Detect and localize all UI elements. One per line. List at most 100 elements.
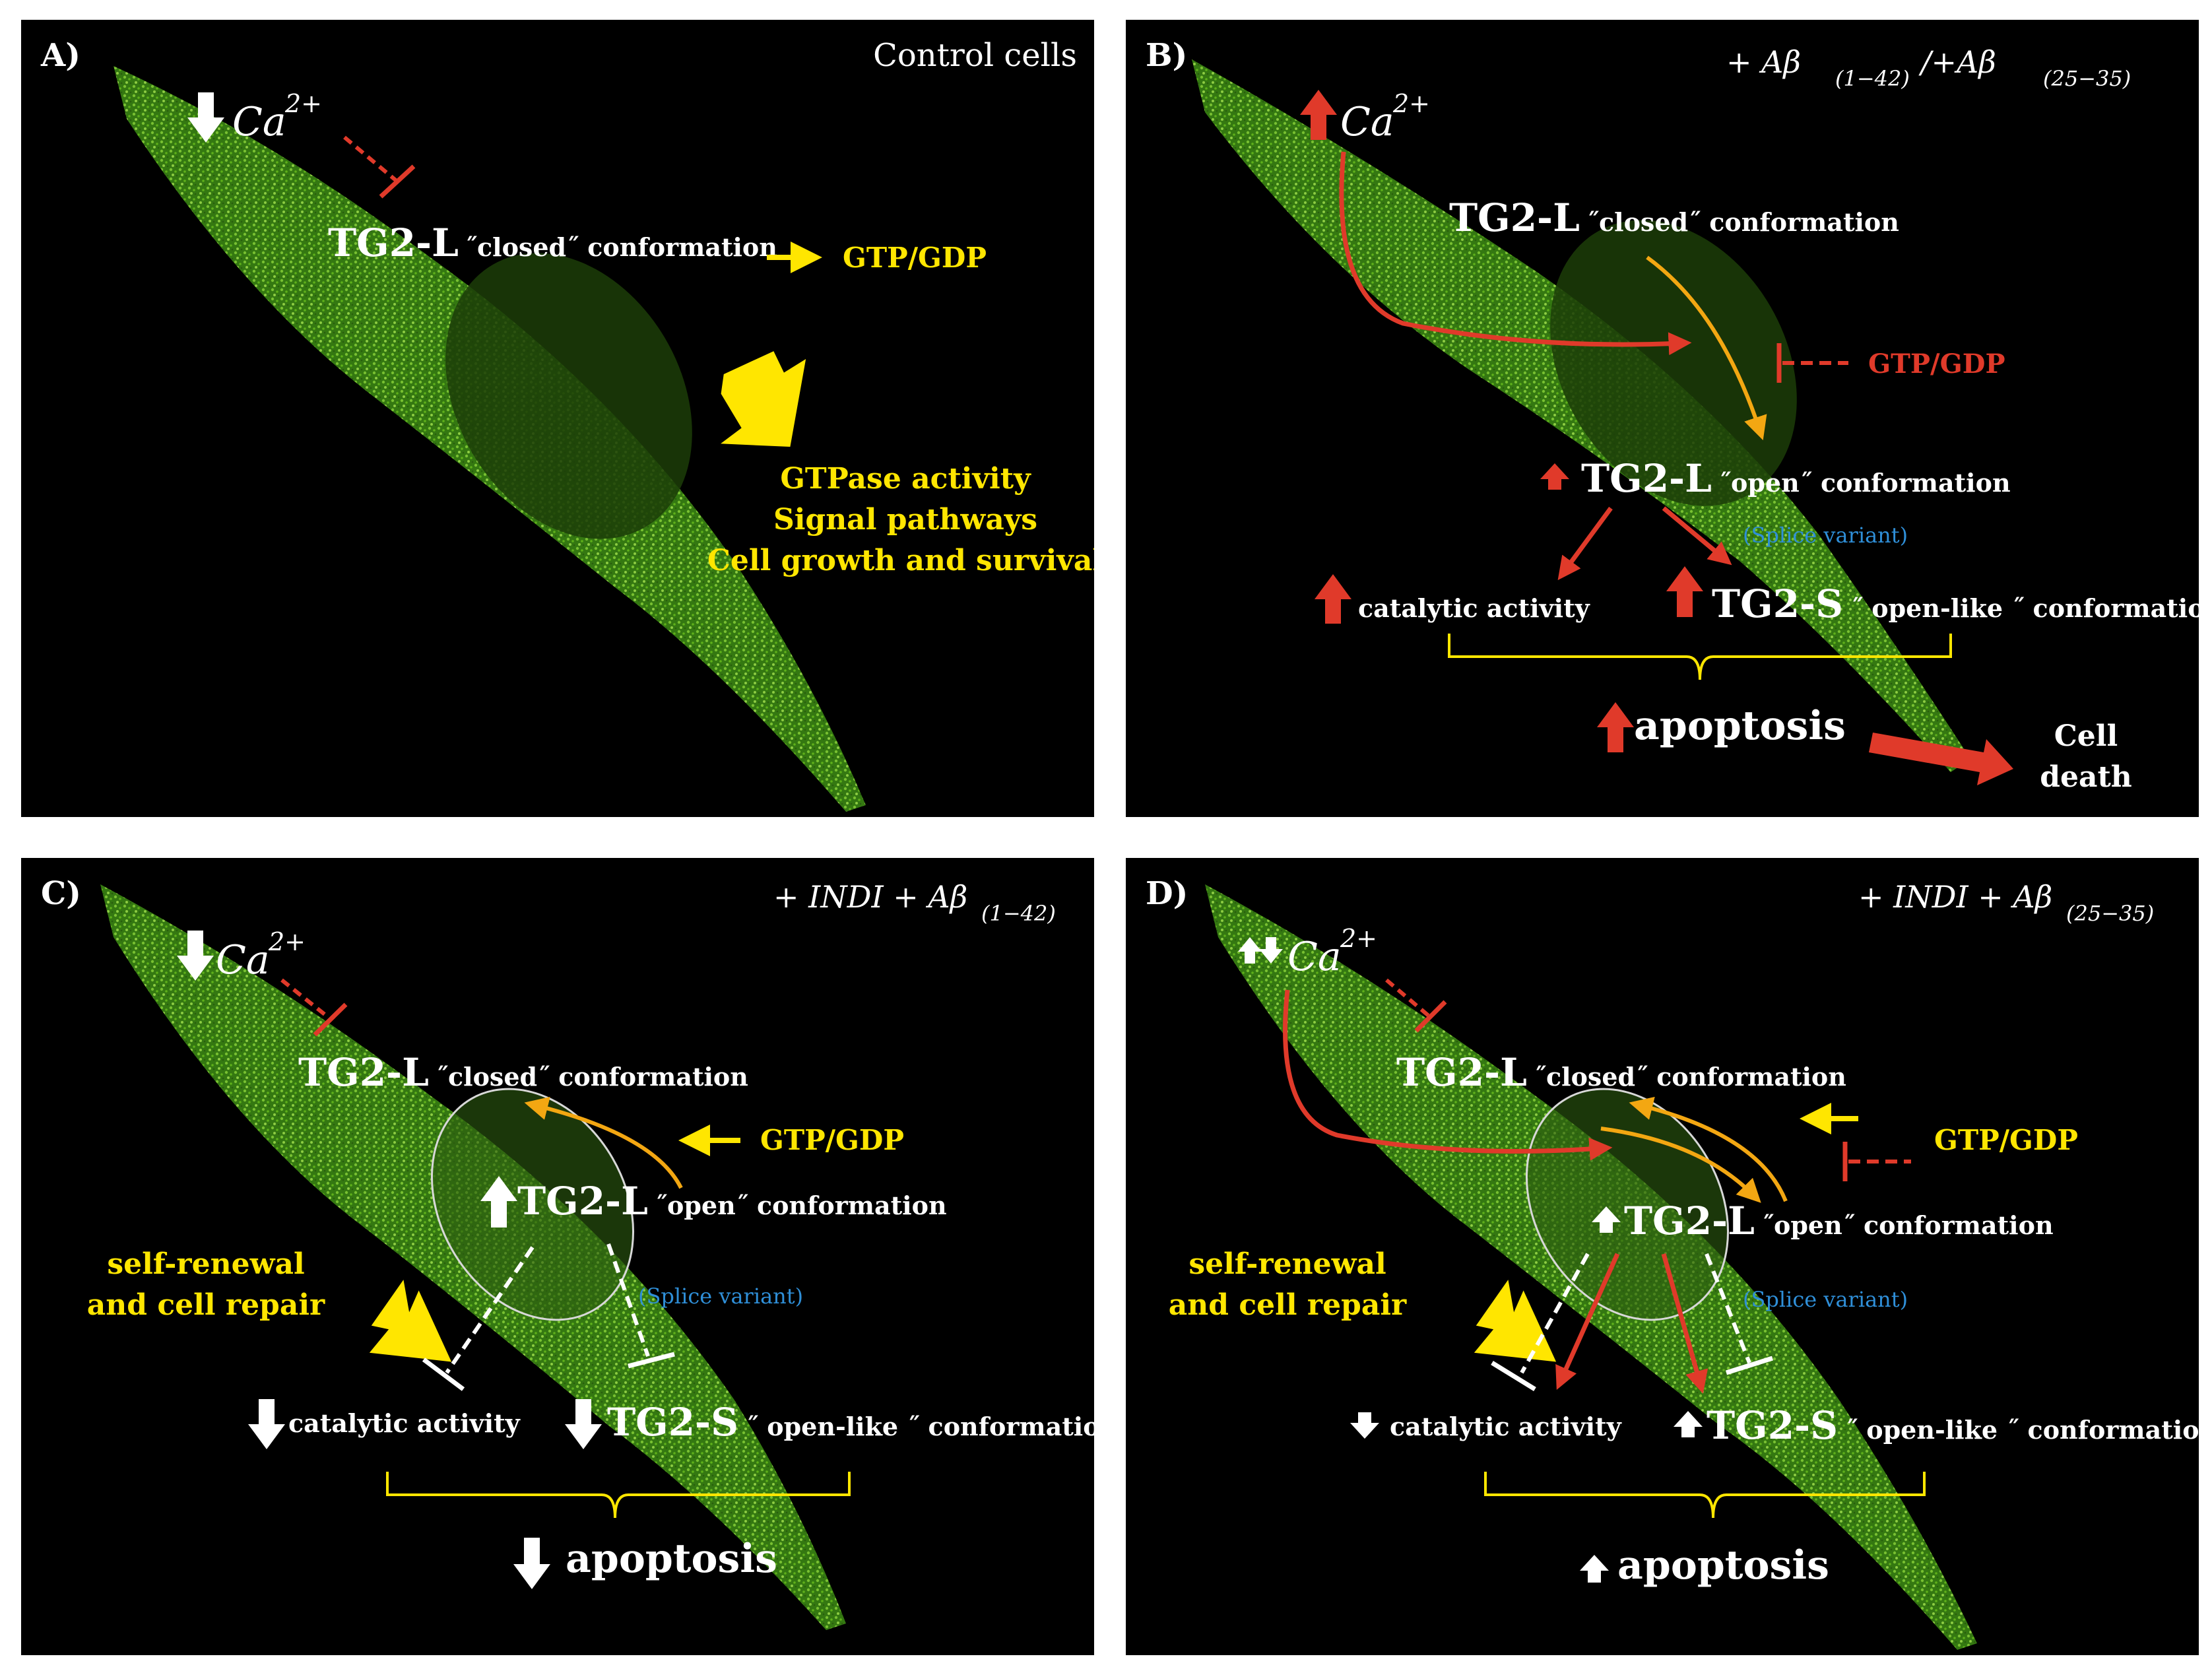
panel-letter: C) <box>41 875 81 912</box>
panel-c-indi-abeta-1-42: C) + INDI + Aβ (1−42) Ca 2+ TG2-L ˝close… <box>21 858 1094 1655</box>
apoptosis-label: apoptosis <box>1634 703 1846 749</box>
repair-line2: and cell repair <box>1169 1288 1407 1322</box>
up-arrow-red-icon <box>1300 90 1337 140</box>
down-arrow-icon <box>187 92 224 143</box>
closed-conformation-label: ˝closed˝ conformation <box>436 1062 748 1092</box>
inhibition-bar <box>422 1358 465 1391</box>
inhibition-line <box>343 135 399 183</box>
open-conformation-label: ˝open˝ conformation <box>655 1191 947 1220</box>
yellow-bracket <box>386 1472 851 1519</box>
repair-line2: and cell repair <box>87 1288 325 1322</box>
condition-sub1: (25−35) <box>2066 901 2154 926</box>
condition-part2: /+Aβ <box>1918 44 1996 80</box>
orange-curved-arrow <box>1600 1127 1761 1203</box>
ca-label: Ca <box>216 937 270 983</box>
yellow-bracket <box>1448 634 1952 680</box>
nucleus-outline <box>431 1088 634 1321</box>
panel-d-diagram: D) + INDI + Aβ (25−35) Ca 2+ TG2-L ˝clos… <box>1146 875 2199 1650</box>
red-arrow-to-catalytic <box>1557 506 1613 581</box>
up-arrow-icon <box>480 1176 517 1228</box>
panel-a-diagram: A) Control cells Ca 2+ TG2-L ˝closed˝ co… <box>40 37 1094 812</box>
inhibition-bar <box>313 1002 348 1037</box>
outcome-gtpase: GTPase activity <box>780 462 1031 496</box>
tg2l-open-label: TG2-L <box>1624 1198 1755 1243</box>
down-arrow-icon <box>248 1399 285 1449</box>
big-yellow-arrow-icon <box>1474 1280 1557 1362</box>
open-like-conformation-label: ˝ open-like ˝ conformation <box>1845 1415 2199 1445</box>
apoptosis-label: apoptosis <box>566 1536 777 1582</box>
panel-letter: D) <box>1146 875 1188 912</box>
white-dashed-inhibition <box>1705 1253 1751 1364</box>
down-arrow-small-icon <box>1259 937 1283 964</box>
catalytic-activity-label: catalytic activity <box>1390 1412 1622 1441</box>
outcome-growth: Cell growth and survival <box>707 544 1094 577</box>
inhibition-bar <box>1414 1000 1447 1033</box>
big-red-arrow-icon <box>1869 733 2013 785</box>
tg2l-open-label: TG2-L <box>1581 456 1712 501</box>
panel-b-diagram: B) + Aβ (1−42) /+Aβ (25−35) Ca 2+ TG2-L … <box>1146 37 2199 794</box>
tg2l-closed-label: TG2-L <box>298 1050 429 1095</box>
red-curved-arrow <box>1283 989 1613 1161</box>
ca-superscript: 2+ <box>284 89 322 118</box>
condition-sub2: (25−35) <box>2043 66 2131 91</box>
up-arrow-small-icon <box>1592 1206 1621 1233</box>
ca-superscript: 2+ <box>1392 89 1430 118</box>
cell-image <box>114 66 866 812</box>
condition-part1: + INDI + Aβ <box>1858 879 2052 915</box>
red-curved-arrow <box>1339 151 1692 356</box>
panel-b-abeta: B) + Aβ (1−42) /+Aβ (25−35) Ca 2+ TG2-L … <box>1126 20 2199 817</box>
condition-sub1: (1−42) <box>1835 66 1910 91</box>
ca-superscript: 2+ <box>1340 924 1377 953</box>
condition-sub1: (1−42) <box>981 901 1056 926</box>
inhibition-bar <box>379 164 416 199</box>
repair-line1: self-renewal <box>1188 1247 1386 1281</box>
outcome-signal: Signal pathways <box>773 503 1037 537</box>
ca-label: Ca <box>1287 934 1342 980</box>
condition-label: Control cells <box>873 37 1077 74</box>
splice-variant-label: (Splice variant) <box>1743 1287 1908 1312</box>
down-arrow-icon <box>565 1399 602 1449</box>
closed-conformation-label: ˝closed˝ conformation <box>1586 207 1899 237</box>
red-arrow-to-tg2s <box>1661 1253 1708 1394</box>
up-arrow-small-icon <box>1674 1411 1703 1437</box>
panel-letter: A) <box>40 37 81 74</box>
up-arrow-red-icon <box>1666 566 1703 617</box>
tg2l-closed-label: TG2-L <box>1449 195 1580 240</box>
panel-letter: B) <box>1146 37 1187 74</box>
condition-part1: + Aβ <box>1726 44 1801 80</box>
white-dashed-inhibition <box>445 1246 535 1374</box>
up-arrow-red-icon <box>1315 574 1351 624</box>
up-arrow-small-icon <box>1580 1555 1609 1583</box>
down-arrow-icon <box>177 931 214 981</box>
catalytic-activity-label: catalytic activity <box>288 1408 521 1438</box>
condition-part1: + INDI + Aβ <box>773 879 967 915</box>
panel-c-diagram: C) + INDI + Aβ (1−42) Ca 2+ TG2-L ˝close… <box>41 875 1094 1630</box>
gtp-gdp-label: GTP/GDP <box>843 242 987 274</box>
orange-curved-arrow <box>524 1096 683 1189</box>
orange-curved-arrow-back <box>1629 1096 1788 1202</box>
ca-label: Ca <box>1340 99 1394 145</box>
ca-superscript: 2+ <box>268 927 306 956</box>
splice-variant-label: (Splice variant) <box>1743 523 1908 548</box>
gtp-gdp-label: GTP/GDP <box>1934 1124 2078 1156</box>
white-dashed-inhibition <box>606 1243 650 1357</box>
panel-d-indi-abeta-25-35: D) + INDI + Aβ (25−35) Ca 2+ TG2-L ˝clos… <box>1126 858 2199 1655</box>
open-like-conformation-label: ˝ open-like ˝ conformation <box>746 1412 1094 1441</box>
inhibition-line <box>1385 978 1431 1018</box>
gtp-gdp-label: GTP/GDP <box>760 1124 904 1156</box>
white-dashed-inhibition <box>1520 1253 1590 1374</box>
tg2s-label: TG2-S <box>1707 1403 1838 1448</box>
closed-conformation-label: ˝closed˝ conformation <box>1534 1062 1846 1092</box>
apoptosis-label: apoptosis <box>1617 1542 1829 1589</box>
up-arrow-small-icon <box>1238 937 1262 964</box>
tg2s-label: TG2-S <box>607 1400 738 1445</box>
open-like-conformation-label: ˝ open-like ˝ conformation <box>1850 593 2199 623</box>
inhibition-bar <box>628 1352 675 1369</box>
orange-curved-arrow <box>1646 255 1767 441</box>
tg2l-open-label: TG2-L <box>517 1179 648 1224</box>
up-arrow-red-icon <box>1597 702 1634 752</box>
repair-line1: self-renewal <box>107 1247 304 1281</box>
cell-death-line1: Cell <box>2054 719 2118 753</box>
splice-variant-label: (Splice variant) <box>638 1284 803 1309</box>
inhibition-bar <box>1725 1356 1774 1375</box>
